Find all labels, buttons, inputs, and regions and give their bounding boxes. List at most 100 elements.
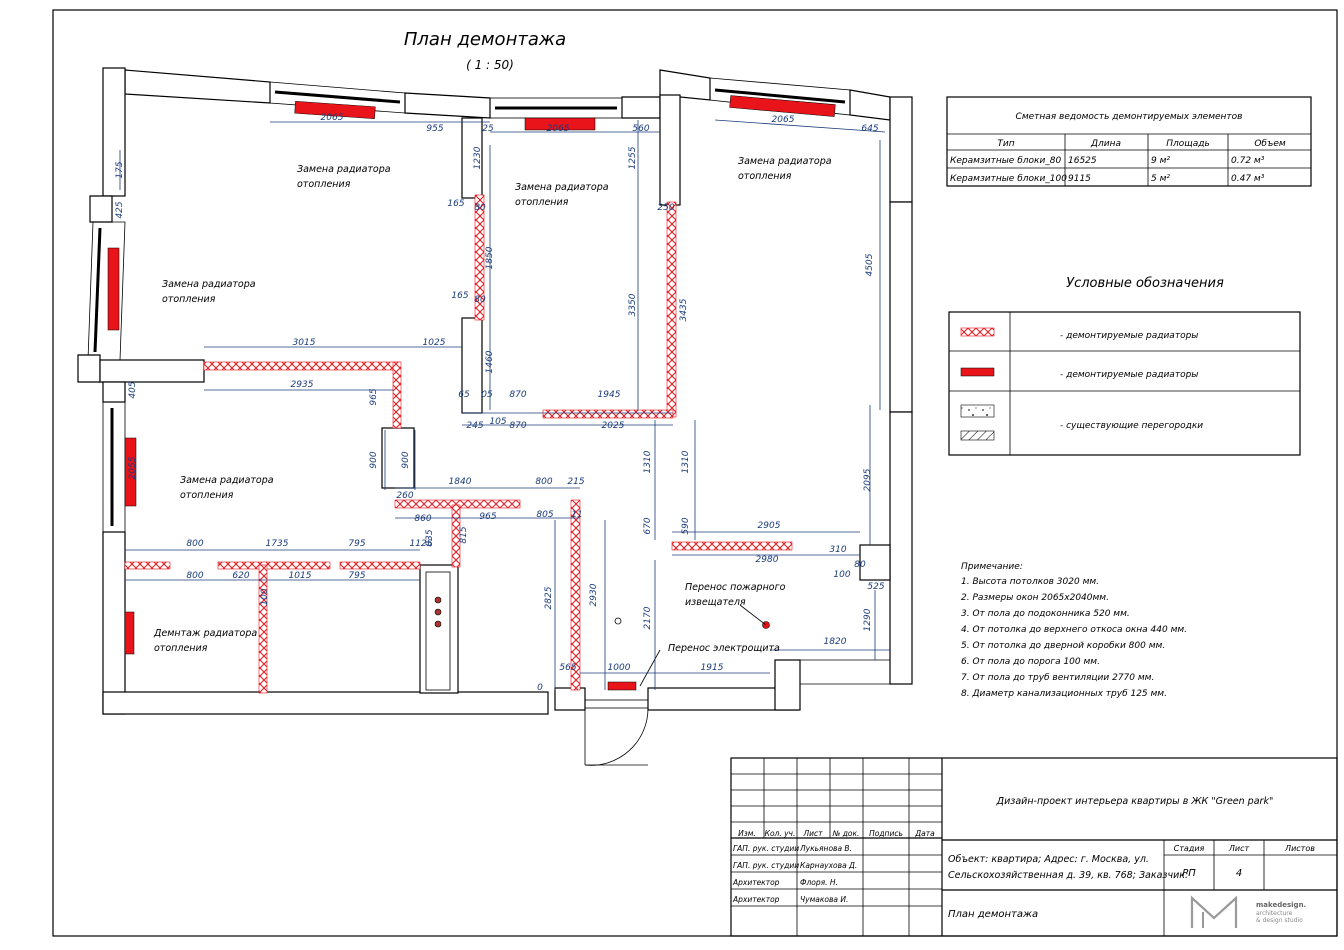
room-label: Замена радиатора	[162, 279, 256, 290]
legend-swatch-hatched	[960, 327, 995, 337]
dimension-label: 525	[867, 582, 884, 592]
legend-label: - существующие перегородки	[1060, 421, 1203, 431]
dimension-label: 1255	[628, 146, 638, 169]
schedule-header: Длина	[1090, 139, 1121, 149]
dimension-label: 215	[567, 477, 584, 487]
schedule-cell: 9115	[1068, 174, 1091, 184]
dimension-label: 245	[466, 421, 483, 431]
dimension-label: 105	[489, 417, 506, 427]
dimension-label: 795	[348, 571, 365, 581]
title-block: Изм. Кол. уч. Лист № док. Подпись Дата Г…	[730, 757, 1338, 937]
tb-col-header: Дата	[914, 829, 935, 838]
note-item: 5. От потолка до дверной коробки 800 мм.	[961, 641, 1165, 651]
note-item: 6. От пола до порога 100 мм.	[961, 657, 1100, 667]
room-label: Замена радиатора	[180, 475, 274, 486]
room-label: отопления	[738, 171, 792, 182]
wall-right-top	[889, 96, 913, 203]
schedule-title: Сметная ведомость демонтируемых элементо…	[1016, 112, 1243, 122]
dimension-label: 800	[535, 477, 552, 487]
tb-col-header: № док.	[832, 829, 860, 838]
tb-role: ГАП. рук. студии	[733, 861, 799, 870]
room-label: Замена радиатора	[738, 156, 832, 167]
wall-top-mid	[404, 92, 491, 119]
schedule-cell: 0.72 м³	[1231, 156, 1265, 166]
room-labels: Замена радиатора отопления Замена радиат…	[153, 156, 832, 654]
dimension-label: 860	[414, 514, 431, 524]
dimension-label: 2065	[547, 124, 570, 134]
dimension-label: 11	[571, 510, 582, 520]
tb-col-header: Подпись	[869, 829, 903, 838]
schedule-header: Площадь	[1166, 139, 1210, 149]
plan-title: План демонтажа	[404, 29, 566, 50]
wall-left-stub2	[77, 354, 101, 383]
logo-sub: & design studio	[1256, 917, 1303, 924]
note-item: 1. Высота потолков 3020 мм.	[961, 577, 1099, 587]
tb-name: Карнаухова Д.	[800, 861, 857, 870]
dimension-label: 565	[559, 663, 576, 673]
wall-right-mid	[889, 201, 913, 413]
schedule-header: Тип	[997, 139, 1014, 149]
fire-detector-note: Перенос пожарного	[685, 582, 786, 593]
dimension-label: 165	[451, 291, 468, 301]
note-item: 2. Размеры окон 2065х2040мм.	[961, 593, 1109, 603]
tb-sheet-title: План демонтажа	[948, 909, 1038, 920]
plan-scale: ( 1 : 50)	[466, 58, 514, 72]
room-label: отопления	[515, 197, 569, 208]
dimension-label: 965	[479, 512, 496, 522]
dimension-label: 100	[260, 588, 270, 605]
dimension-label: 1290	[863, 608, 873, 631]
dimension-label: 2930	[589, 583, 599, 606]
dimension-label: 2935	[291, 380, 314, 390]
schedule-header: Объем	[1254, 139, 1286, 149]
window-left	[87, 221, 126, 361]
legend: Условные обозначения - демонтируемые рад…	[948, 276, 1301, 456]
tb-stage-header: Стадия	[1174, 844, 1205, 853]
tb-col-header: Кол. уч.	[765, 829, 796, 838]
wall-left-mid2	[102, 381, 126, 403]
tb-name: Лукьянова В.	[799, 844, 852, 853]
dimension-label: 2025	[602, 421, 625, 431]
dimension-lines	[119, 119, 890, 690]
wall-top-right2	[849, 89, 891, 121]
legend-label: - демонтируемые радиаторы	[1060, 331, 1198, 341]
tb-role: ГАП. рук. студии	[733, 844, 799, 853]
dimension-label: 250	[657, 203, 674, 213]
dimension-label: 310	[829, 545, 846, 555]
dimension-label: 2065	[772, 115, 795, 125]
legend-swatch-hatch	[960, 430, 995, 441]
dimension-label: 1310	[643, 450, 653, 473]
note-item: 8. Диаметр канализационных труб 125 мм.	[961, 689, 1167, 699]
tb-sheets-header: Листов	[1284, 844, 1315, 853]
makedesign-logo: makedesign. architecture & design studio	[1190, 895, 1306, 928]
note-item: 7. От пола до труб вентиляции 2770 мм.	[961, 673, 1154, 683]
room-label: Демнтаж радиатора	[153, 628, 257, 639]
notes: Примечание: 1. Высота потолков 3020 мм. …	[961, 562, 1187, 699]
tb-col-header: Изм.	[738, 829, 756, 838]
schedule-cell: 5 м²	[1151, 174, 1170, 184]
wall-bottom-door-l	[554, 687, 586, 711]
dimension-label: 260	[396, 491, 413, 501]
tb-sheet: 4	[1236, 868, 1242, 879]
entry-door	[584, 699, 649, 709]
note-item: 4. От потолка до верхнего откоса окна 44…	[961, 625, 1187, 635]
logo-sub: architecture	[1256, 910, 1293, 917]
wall-top-left	[124, 69, 271, 104]
tb-object-1: Объект: квартира; Адрес: г. Москва, ул.	[948, 854, 1149, 865]
dimension-label: 4505	[865, 253, 875, 276]
tb-stage: РП	[1182, 868, 1196, 879]
room-label: отопления	[180, 490, 234, 501]
panel-note: Перенос электрощита	[668, 643, 780, 654]
dimension-label: 870	[509, 421, 526, 431]
dimension-label: 80	[474, 295, 486, 305]
dimension-label: 0	[537, 683, 543, 693]
schedule-cell: Керамзитные блоки_100	[950, 174, 1067, 184]
dimension-label: 1735	[266, 539, 289, 549]
wall-bottom-right2	[774, 659, 801, 711]
wall-top-mid2	[621, 96, 661, 119]
wall-left-top	[102, 67, 126, 197]
schedule-cell: 16525	[1068, 156, 1097, 166]
tb-project: Дизайн-проект интерьера квартиры в ЖК "G…	[996, 796, 1274, 807]
dimension-label: 1840	[449, 477, 472, 487]
room-label: отопления	[297, 179, 351, 190]
legend-label: - демонтируемые радиаторы	[1060, 370, 1198, 380]
